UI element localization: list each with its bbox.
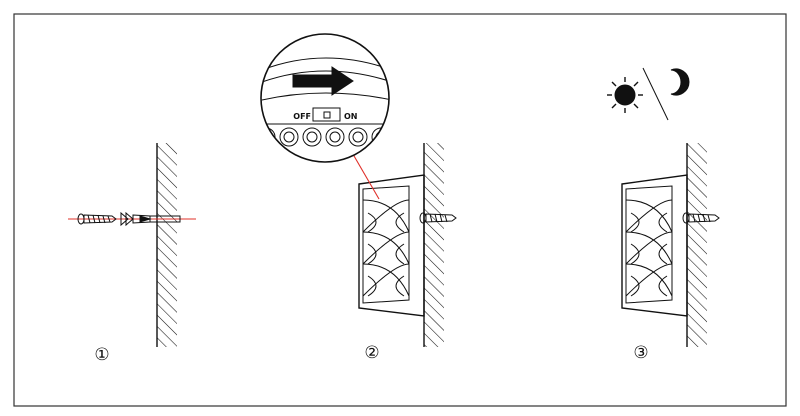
switch-off-label: OFF <box>293 112 311 121</box>
step-number-3: ③ <box>633 343 648 363</box>
switch-on-label: ON <box>344 112 358 121</box>
moon-icon <box>670 68 690 96</box>
lamp-fixture-3 <box>621 174 688 317</box>
lamp-fixture-2 <box>358 174 425 317</box>
screw-2 <box>419 212 457 224</box>
wall-3 <box>686 143 707 347</box>
step-number-2: ② <box>364 343 379 363</box>
wall-2 <box>423 143 444 347</box>
frame-border <box>13 13 787 407</box>
wall-anchor-1 <box>120 211 181 227</box>
step-number-1: ① <box>94 345 109 365</box>
step-3-group: ③ <box>607 67 720 363</box>
wall-1 <box>156 143 177 347</box>
day-night-divider <box>642 67 669 121</box>
sun-icon <box>607 77 643 113</box>
step-2-group: OFF ON ② <box>260 33 457 363</box>
switch-zoom-callout: OFF ON <box>260 33 390 163</box>
screw-3 <box>682 212 720 224</box>
step-1-group: ① <box>68 143 196 365</box>
screw-1 <box>77 213 117 225</box>
arrow-right-icon <box>292 66 354 96</box>
on-off-switch <box>312 107 341 122</box>
